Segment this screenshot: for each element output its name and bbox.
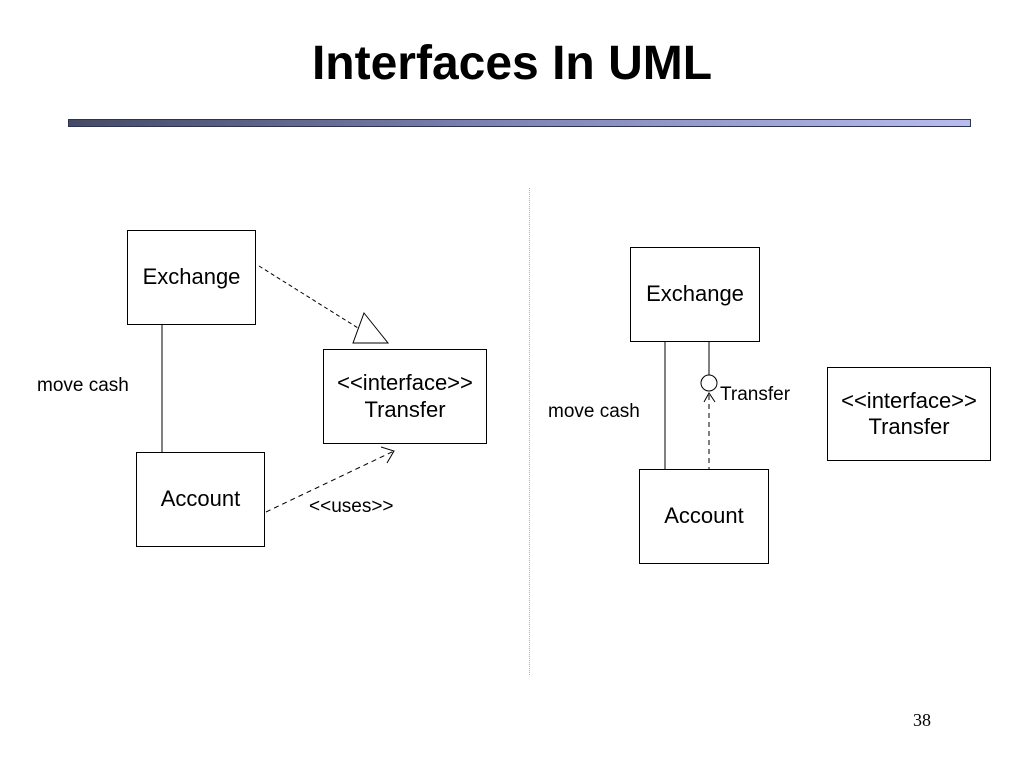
left-uses-line	[265, 450, 395, 513]
title-underline-bar	[68, 119, 971, 127]
right-exchange-label: Exchange	[646, 281, 744, 307]
left-uses-label: <<uses>>	[309, 496, 394, 517]
right-dependency-arrowhead	[703, 392, 716, 403]
left-interface-stereotype: <<interface>>	[337, 370, 473, 396]
left-exchange-class: Exchange	[127, 230, 256, 325]
left-realization-line	[258, 265, 359, 329]
right-interface-name: Transfer	[868, 414, 950, 439]
page-number: 38	[913, 710, 931, 730]
left-association-label: move cash	[37, 375, 129, 396]
left-transfer-interface: <<interface>> Transfer	[323, 349, 487, 444]
right-exchange-class: Exchange	[630, 247, 760, 342]
left-realization-triangle	[352, 311, 390, 344]
right-account-label: Account	[664, 503, 744, 529]
right-transfer-interface: <<interface>> Transfer	[827, 367, 991, 461]
left-account-class: Account	[136, 452, 265, 547]
right-association-label: move cash	[548, 401, 640, 422]
right-lollipop-label: Transfer	[720, 384, 791, 405]
left-account-label: Account	[160, 486, 241, 512]
left-uses-arrowhead	[380, 446, 395, 464]
right-lollipop-circle	[700, 374, 718, 392]
diagram-divider	[529, 188, 530, 675]
slide-title: Interfaces In UML	[311, 37, 713, 90]
left-interface-name: Transfer	[364, 396, 446, 422]
right-account-class: Account	[639, 469, 769, 564]
left-exchange-label: Exchange	[142, 264, 241, 290]
right-interface-stereotype: <<interface>>	[841, 387, 977, 413]
